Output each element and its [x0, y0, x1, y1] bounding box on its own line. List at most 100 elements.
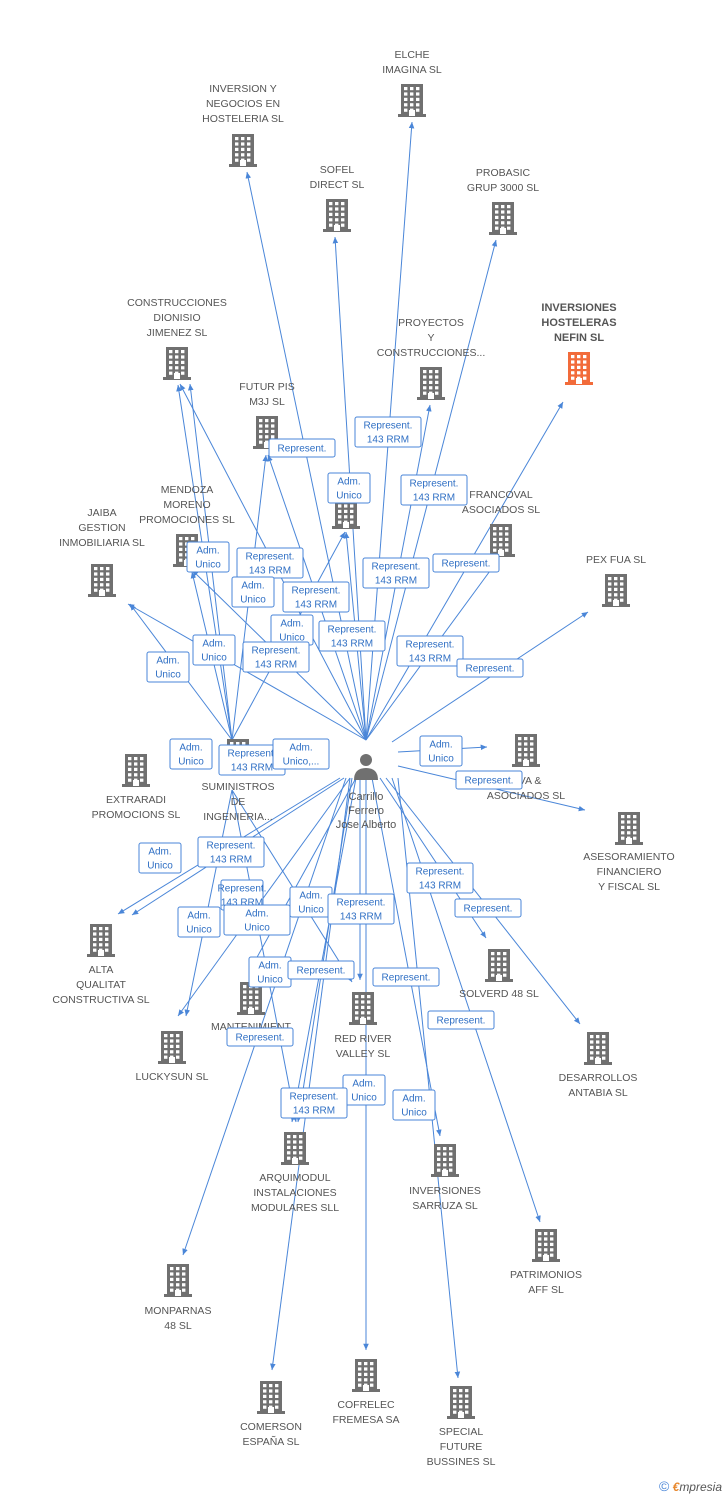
relation-label[interactable]: Adm.Unico	[146, 651, 190, 683]
relation-label[interactable]: Adm.Unico	[169, 738, 213, 770]
relation-label[interactable]: Represent.143 RRM	[197, 836, 265, 868]
company-node-luckysun[interactable]: LUCKYSUN SL	[136, 1031, 209, 1083]
relation-label[interactable]: Represent.143 RRM	[396, 635, 464, 667]
relationship-edge	[371, 777, 442, 1137]
relation-text: Represent.	[437, 1016, 486, 1027]
company-label-line: SARRUZA SL	[412, 1200, 478, 1212]
footer-brand[interactable]: © €mpresia	[659, 1478, 722, 1494]
company-node-ova-asociados[interactable]: OVA &ASOCIADOS SL	[487, 734, 565, 802]
relation-label[interactable]: Represent.	[226, 1027, 294, 1047]
relation-label[interactable]: Adm.Unico	[138, 842, 182, 874]
relation-text: Unico	[186, 925, 212, 936]
relation-label[interactable]: Represent.	[432, 553, 500, 573]
relation-text: Unico,...	[283, 757, 320, 768]
company-label-line: INMOBILIARIA SL	[59, 537, 145, 549]
company-label-line: COMERSON	[240, 1421, 302, 1433]
relation-label[interactable]: Represent.143 RRM	[318, 620, 386, 652]
relation-text: 143 RRM	[419, 881, 461, 892]
relation-label[interactable]: Represent.	[454, 898, 522, 918]
relation-label[interactable]: Adm.Unico	[289, 886, 333, 918]
relation-label[interactable]: Adm.Unico	[248, 956, 292, 988]
relation-text: 143 RRM	[210, 855, 252, 866]
relation-label[interactable]: Adm.Unico	[223, 904, 291, 936]
relation-label[interactable]: Represent.143 RRM	[362, 557, 430, 589]
relation-text: Represent.	[372, 562, 421, 573]
relation-label[interactable]: Represent.143 RRM	[280, 1087, 348, 1119]
relation-label[interactable]: Represent.143 RRM	[242, 641, 310, 673]
relation-label[interactable]: Represent.143 RRM	[282, 581, 350, 613]
relation-label[interactable]: Adm. Unico	[177, 906, 221, 938]
relation-label[interactable]: Adm.Unico,...	[272, 738, 330, 770]
building-icon	[417, 367, 445, 400]
relation-label[interactable]: Represent.	[287, 960, 355, 980]
relation-text: Represent.	[442, 559, 491, 570]
relation-label[interactable]: Represent.	[427, 1010, 495, 1030]
relation-box	[372, 967, 440, 987]
relation-label[interactable]: Represent.143 RRM	[406, 862, 474, 894]
building-icon	[532, 1229, 560, 1262]
company-label-line: NEFIN SL	[554, 332, 604, 344]
relation-label[interactable]: Represent.	[372, 967, 440, 987]
relation-label[interactable]: Adm.Unico	[392, 1089, 436, 1121]
relation-label[interactable]: Adm.Unico	[342, 1074, 386, 1106]
relation-label[interactable]: Represent.143 RRM	[236, 547, 304, 579]
relation-label[interactable]: Represent.143 RRM	[354, 416, 422, 448]
relation-label[interactable]: Adm.Unico	[231, 576, 275, 608]
relation-text: Adm.	[187, 911, 210, 922]
relation-text: Unico	[244, 923, 270, 934]
relation-label[interactable]: Represent.143 RRM	[327, 893, 395, 925]
relation-label[interactable]: Adm.Unico	[186, 541, 230, 573]
building-icon	[431, 1144, 459, 1177]
relation-label[interactable]: Represent.	[455, 770, 523, 790]
relation-box	[268, 438, 336, 458]
company-label-line: FINANCIERO	[597, 866, 662, 878]
relation-box	[455, 770, 523, 790]
company-label-line: INVERSION Y	[209, 83, 277, 95]
company-label-line: NEGOCIOS EN	[206, 98, 280, 110]
relation-label[interactable]: Adm.Unico	[419, 735, 463, 767]
building-icon	[565, 352, 593, 385]
building-icon	[88, 564, 116, 597]
relation-label[interactable]: Adm.Unico	[192, 634, 236, 666]
relation-label[interactable]: Adm.Unico	[327, 472, 371, 504]
person-name-line: Carrillo	[349, 791, 384, 803]
relation-box	[456, 658, 524, 678]
relation-label[interactable]: Represent.	[456, 658, 524, 678]
company-label-line: DE	[231, 796, 246, 808]
company-node-solverd[interactable]: SOLVERD 48 SL	[459, 949, 539, 1000]
relation-text: Represent.	[382, 973, 431, 984]
company-label-line: ALTA	[89, 964, 114, 976]
company-node-pex-fua[interactable]: PEX FUA SL	[586, 554, 646, 607]
relation-text: Unico	[201, 653, 227, 664]
relationship-edge	[231, 789, 353, 983]
relation-label[interactable]: Represent.143 RRM	[400, 474, 468, 506]
relation-label[interactable]: Represent.	[268, 438, 336, 458]
relation-text: Adm.	[280, 619, 303, 630]
relation-label[interactable]: Adm.Unico	[270, 614, 314, 646]
